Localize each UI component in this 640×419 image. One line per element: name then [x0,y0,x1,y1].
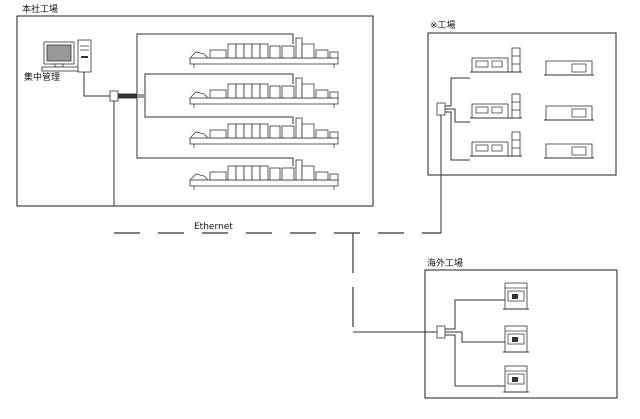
ethernet-backbone: Ethernet [114,222,441,333]
head-factory-group: 本社工場 集中管理 [16,3,374,207]
production-line-3 [189,117,339,149]
machine-a2 [469,93,523,119]
central-pc-icon [41,39,92,73]
ethernet-label: Ethernet [194,222,233,232]
overseas-machine-1 [502,282,530,310]
other-hub-icon [436,102,446,116]
overseas-factory-group: 海外工場 [424,257,618,399]
head-factory-frame [16,15,374,207]
head-hub-icon [109,90,119,102]
production-line-1 [189,37,339,69]
production-line-2 [189,77,339,109]
machine-b3 [543,143,595,159]
overseas-machine-2 [502,325,530,353]
other-factory-frame [427,32,617,176]
machine-a1 [469,47,523,73]
overseas-hub-icon [436,325,446,339]
machine-b1 [543,60,595,76]
overseas-factory-frame [424,269,618,399]
head-factory-label: 本社工場 [22,3,58,15]
overseas-factory-label: 海外工場 [427,257,463,269]
machine-a3 [469,131,523,157]
central-management-label: 集中管理 [24,71,60,83]
overseas-machine-3 [502,365,530,393]
production-line-4 [189,159,339,191]
other-factory-label: ※工場 [430,19,456,31]
other-factory-group: ※工場 [427,19,617,233]
machine-b2 [543,105,595,121]
